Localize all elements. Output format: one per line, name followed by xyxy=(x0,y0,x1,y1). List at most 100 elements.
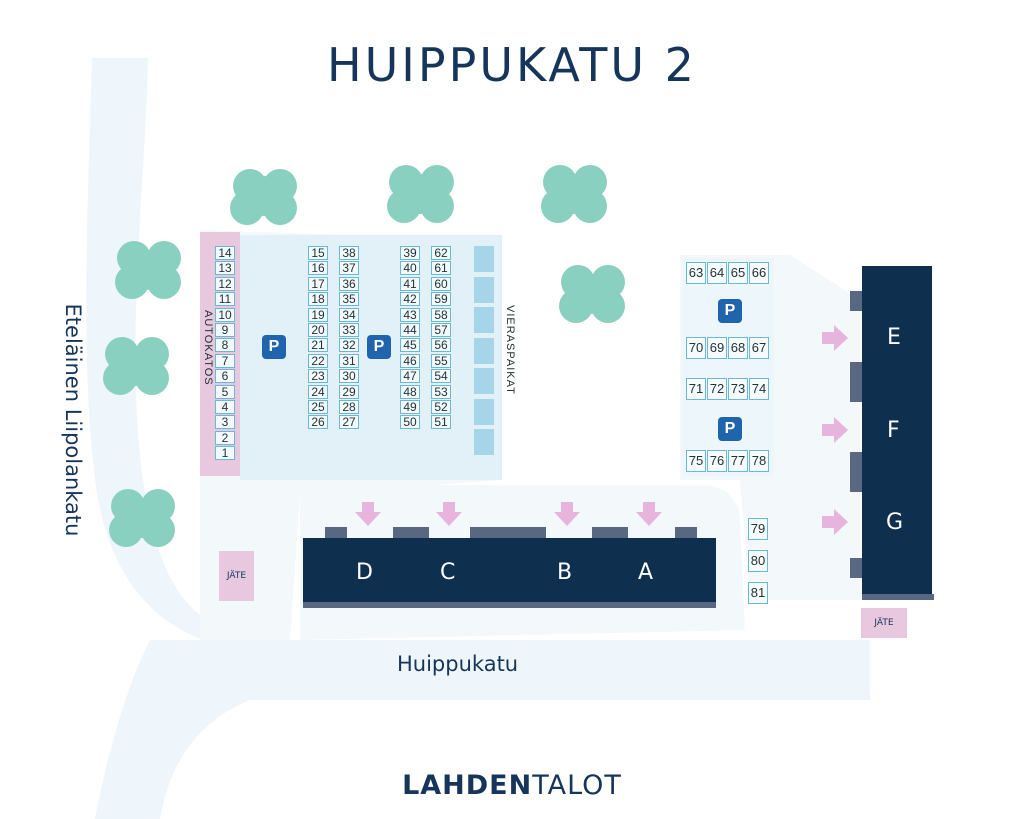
parking-sign-icon: P xyxy=(718,299,742,323)
entrance-arrows xyxy=(355,325,848,535)
parking-slot: 50 xyxy=(400,415,420,430)
parking-slot: 29 xyxy=(339,384,359,399)
tree-6 xyxy=(109,489,175,547)
parking-slot: 44 xyxy=(400,323,420,337)
page-title: HUIPPUKATU 2 xyxy=(327,38,697,92)
parking-slot: 17 xyxy=(308,276,328,291)
building-label-d: D xyxy=(356,560,373,585)
parking-slot: 35 xyxy=(339,292,359,307)
parking-slot: 18 xyxy=(308,292,328,307)
guest-parking-slot xyxy=(474,246,494,272)
guest-parking-slot xyxy=(474,276,494,303)
parking-slot: 14 xyxy=(215,246,235,260)
parking-slot: 22 xyxy=(308,353,328,368)
building-efg xyxy=(850,266,934,600)
parking-slot: 26 xyxy=(308,415,328,430)
parking-slot: 53 xyxy=(431,384,451,399)
parking-slot: 5 xyxy=(215,384,235,399)
parking-slot: 8 xyxy=(215,338,235,353)
parking-slot: 15 xyxy=(308,246,328,260)
parking-slot: 40 xyxy=(400,261,420,276)
parking-slot: 30 xyxy=(339,369,359,384)
parking-slot: 19 xyxy=(308,307,328,322)
parking-slot: 73 xyxy=(728,378,748,400)
parking-slot: 64 xyxy=(707,262,727,284)
parking-sign-icon: P xyxy=(262,335,286,359)
parking-slot: 36 xyxy=(339,276,359,291)
parking-slot: 34 xyxy=(339,307,359,322)
parking-slot: 46 xyxy=(400,353,420,368)
guest-parking-slot xyxy=(474,398,494,425)
tree-5 xyxy=(103,337,169,395)
guest-parking-slot xyxy=(474,307,494,333)
street-label-etelainen-liipolankatu: Eteläinen Liipolankatu xyxy=(61,303,85,537)
parking-slot: 4 xyxy=(215,400,235,414)
parking-slot: 66 xyxy=(749,262,769,284)
parking-sign-icon: P xyxy=(367,335,391,359)
parking-slot: 23 xyxy=(308,369,328,384)
parking-slot: 58 xyxy=(431,307,451,322)
waste-point: JÄTE xyxy=(861,608,907,638)
parking-slot: 52 xyxy=(431,400,451,414)
arrow-a xyxy=(636,502,662,526)
parking-slot: 16 xyxy=(308,261,328,276)
parking-slot: 47 xyxy=(400,369,420,384)
tree-7 xyxy=(559,265,625,323)
parking-slot: 51 xyxy=(431,415,451,430)
parking-slot: 42 xyxy=(400,292,420,307)
logo-bold-part: LAHDEN xyxy=(402,770,533,801)
brand-logo: LAHDENTALOT xyxy=(0,770,1024,801)
parking-slot: 49 xyxy=(400,400,420,414)
tree-3 xyxy=(541,165,607,223)
parking-slot: 54 xyxy=(431,369,451,384)
arrow-g xyxy=(822,509,848,535)
parking-sign-icon: P xyxy=(718,417,742,441)
parking-slot: 27 xyxy=(339,415,359,430)
parking-slot: 80 xyxy=(748,550,768,572)
parking-slot: 37 xyxy=(339,261,359,276)
parking-slot: 24 xyxy=(308,384,328,399)
parking-slot: 79 xyxy=(748,518,768,540)
parking-slot: 65 xyxy=(728,262,748,284)
parking-slot: 60 xyxy=(431,276,451,291)
street-label-huippukatu: Huippukatu xyxy=(397,652,519,676)
parking-slot: 76 xyxy=(707,450,727,472)
parking-slot: 70 xyxy=(686,337,706,359)
parking-slot: 78 xyxy=(749,450,769,472)
parking-slot: 32 xyxy=(339,338,359,353)
parking-slot: 38 xyxy=(339,246,359,260)
building-label-a: A xyxy=(638,560,654,585)
parking-slot: 20 xyxy=(308,323,328,337)
road-huippukatu xyxy=(95,640,870,819)
guest-parking-slot xyxy=(474,429,494,455)
carport-label: AUTOKATOS xyxy=(202,310,214,386)
parking-slot: 39 xyxy=(400,246,420,260)
parking-slot: 25 xyxy=(308,400,328,414)
building-label-e: E xyxy=(887,325,901,350)
parking-slot: 3 xyxy=(215,415,235,430)
parking-slot: 13 xyxy=(215,261,235,276)
parking-slot: 59 xyxy=(431,292,451,307)
parking-slot: 77 xyxy=(728,450,748,472)
parking-slot: 1 xyxy=(215,446,235,461)
arrow-d xyxy=(355,502,381,526)
parking-slot: 62 xyxy=(431,246,451,260)
tree-2 xyxy=(387,165,454,223)
guest-parking-label: VIERASPAIKAT xyxy=(504,305,516,395)
parking-slot: 81 xyxy=(748,582,768,604)
lot-right xyxy=(682,258,774,476)
parking-slot: 61 xyxy=(431,261,451,276)
parking-slot: 2 xyxy=(215,430,235,445)
guest-parking-slot xyxy=(474,337,494,364)
parking-slot: 12 xyxy=(215,276,235,291)
parking-slot: 63 xyxy=(686,262,706,284)
parking-slot: 41 xyxy=(400,276,420,291)
tree-1 xyxy=(230,169,297,225)
parking-slot: 56 xyxy=(431,338,451,353)
arrow-f xyxy=(822,417,848,443)
parking-slot: 33 xyxy=(339,323,359,337)
parking-slot: 75 xyxy=(686,450,706,472)
arrow-c xyxy=(436,502,462,526)
parking-slot: 28 xyxy=(339,400,359,414)
